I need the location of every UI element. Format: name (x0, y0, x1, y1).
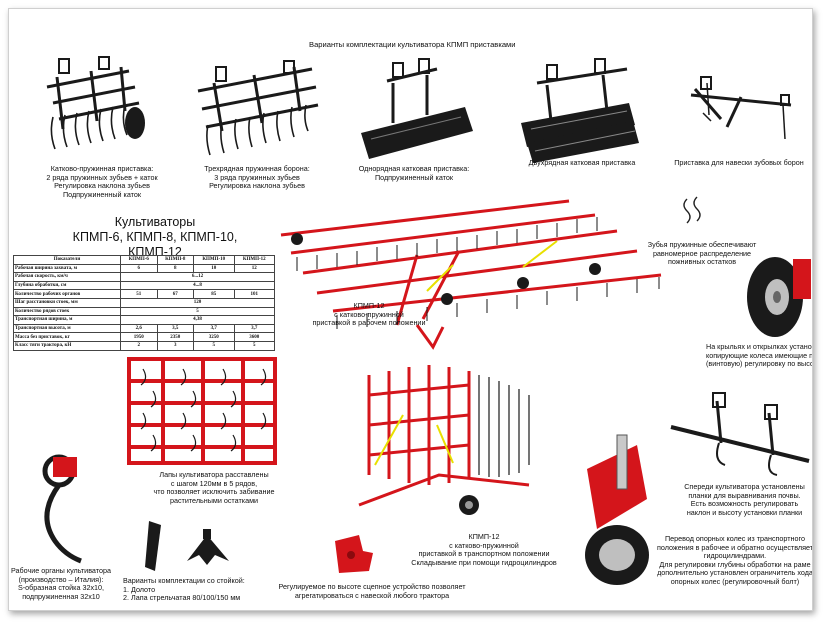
attachment-caption-harrow: Трехрядная пружинная борона:3 ряда пружи… (204, 164, 310, 191)
specs-header-cell: Показатели (13, 255, 121, 265)
spring-roller-attachment-illustration (46, 56, 145, 150)
table-cell: 120 (120, 297, 275, 308)
table-cell: Шаг расстановки стоек, мм (13, 297, 121, 308)
attachment-caption-spring-roller: Катково-пружинная приставка:2 ряда пружи… (46, 164, 158, 199)
table-cell: 8 (156, 263, 195, 274)
table-cell: Рабочая ширина захвата, м (13, 263, 121, 274)
table-cell: 51 (120, 289, 158, 299)
table-cell: 5 (193, 340, 235, 351)
cultivator-transport-position-illustration (358, 365, 530, 515)
table-cell: 67 (156, 289, 195, 299)
sweep-paw-illustration (187, 529, 229, 565)
table-cell: 3,5 (156, 323, 195, 334)
table-cell: 3600 (233, 332, 276, 342)
table-cell: 2,6 (120, 323, 158, 334)
table-cell: 5 (120, 306, 275, 317)
caption-hitch: Регулируемое по высоте сцепное устройств… (278, 582, 466, 600)
three-row-harrow-illustration (197, 60, 319, 156)
product-title: Культиваторы КПМП-6, КПМП-8, КПМП-10, КП… (72, 215, 238, 259)
table-cell: Количество рабочих органов (13, 289, 121, 299)
specifications-table: Показатели КПМП-6 КПМП-8 КПМП-10 КПМП-12… (13, 255, 276, 351)
caption-equipment-variants: Варианты комплектации со стойкой:1. Доло… (123, 576, 245, 603)
table-cell: 12 (233, 263, 276, 274)
spring-teeth-detail-illustration (683, 196, 701, 224)
table-cell: Глубина обработки, см (13, 280, 121, 291)
table-cell: 6 (120, 263, 158, 274)
cultivator-working-position-illustration (280, 199, 662, 350)
table-cell: 10 (193, 263, 235, 274)
table-cell: Транспортная ширина, м (13, 315, 121, 325)
s-tine-working-organ-illustration (42, 454, 82, 564)
table-cell: Класс тяги трактора, кН (13, 340, 121, 351)
caption-copying-wheels: На крыльях и открылках установленыкопиру… (706, 343, 812, 369)
table-cell: 4,38 (120, 315, 275, 325)
page-title: Варианты комплектации культиватора КПМП … (309, 40, 516, 49)
specs-header-cell: КПМП-6 (120, 255, 158, 265)
table-cell: 3250 (193, 332, 235, 342)
table-cell: Транспортная высота, м (13, 323, 121, 334)
table-cell: 3,7 (193, 323, 235, 334)
table-cell: 1950 (120, 332, 158, 342)
adjustable-hitch-illustration (335, 535, 373, 573)
brochure-sheet: Варианты комплектации культиватора КПМП … (8, 8, 813, 611)
table-cell: 2350 (156, 332, 195, 342)
attachment-caption-tooth-harrow: Приставка для навески зубовых борон (674, 158, 804, 167)
specs-header-cell: КПМП-8 (156, 255, 195, 265)
table-cell: 3,7 (233, 323, 276, 334)
chisel-illustration (145, 521, 161, 571)
table-cell: 2 (120, 340, 158, 351)
support-wheel-hydraulic-illustration (585, 434, 649, 585)
table-cell: Рабочая скорость, км/ч (13, 272, 121, 282)
specs-header-row: Показатели КПМП-6 КПМП-8 КПМП-10 КПМП-12 (13, 255, 276, 265)
caption-working-organs: Рабочие органы культиватора(производство… (11, 566, 111, 601)
table-cell: 5 (233, 340, 276, 351)
table-cell: 85 (193, 289, 235, 299)
table-cell: 4...8 (120, 280, 275, 291)
table-cell: 6...12 (120, 272, 275, 282)
tooth-harrow-hitch-illustration (690, 76, 792, 140)
double-roller-attachment-illustration (521, 58, 639, 163)
specs-header-cell: КПМП-10 (193, 255, 235, 265)
specs-header-cell: КПМП-12 (233, 255, 276, 265)
copying-wheel-illustration (747, 257, 811, 337)
attachment-caption-double-roller: Двухрядная катковая приставка (528, 158, 636, 167)
table-cell: Количество рядов стоек (13, 306, 121, 317)
attachment-caption-single-roller: Однорядная катковая приставка:Подпружине… (358, 164, 470, 182)
table-cell: 3 (156, 340, 195, 351)
table-cell: Масса без приставок, кг (13, 332, 121, 342)
leveling-planks-illustration (670, 392, 810, 476)
cultivator-paws-frame-illustration (127, 357, 277, 465)
table-cell: 101 (233, 289, 276, 299)
single-roller-attachment-illustration (361, 58, 473, 159)
